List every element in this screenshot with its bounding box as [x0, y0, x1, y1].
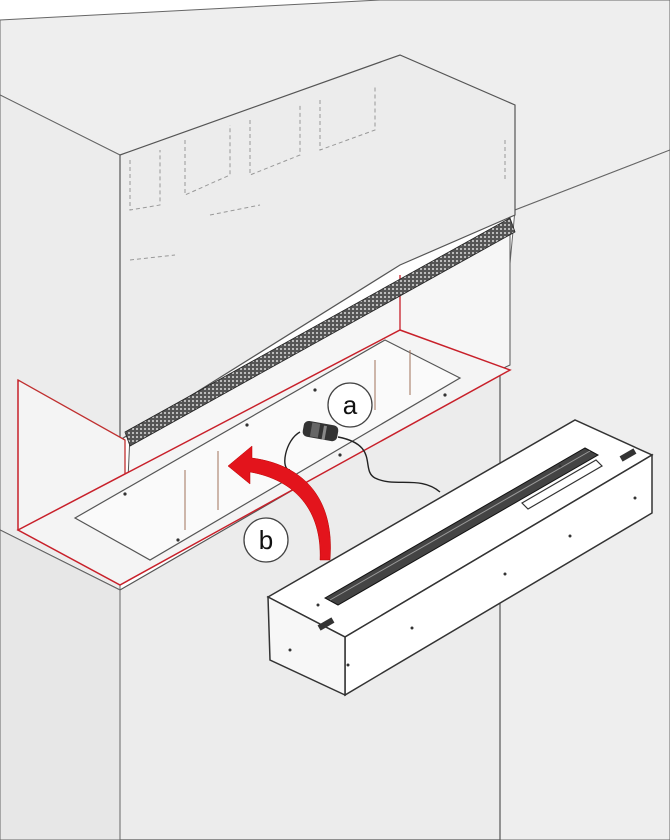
- control-panel: [521, 459, 603, 510]
- unit-end-face: [267, 595, 346, 697]
- wall-bottom-left-face: [0, 529, 121, 840]
- arrow-curve: [227, 445, 331, 561]
- callout-b: b: [243, 517, 289, 563]
- callout-a: a: [327, 382, 373, 428]
- unit-screws: [288, 464, 637, 667]
- lintel-mesh: [124, 217, 516, 447]
- callout-b-label: b: [259, 525, 273, 555]
- rotation-arrow: [227, 445, 331, 561]
- vent-left: [317, 617, 335, 631]
- vent-right: [619, 448, 637, 462]
- burner-unit: [266, 419, 654, 697]
- cutout-inner-edges: [184, 350, 411, 530]
- burner-slot-highlight: [329, 450, 591, 601]
- plug-icon: [302, 420, 339, 442]
- hidden-lines: [129, 85, 506, 261]
- callout-a-label: a: [343, 390, 358, 420]
- power-cable: [284, 420, 441, 493]
- frame-screws: [123, 388, 447, 542]
- burner-slot: [323, 447, 600, 606]
